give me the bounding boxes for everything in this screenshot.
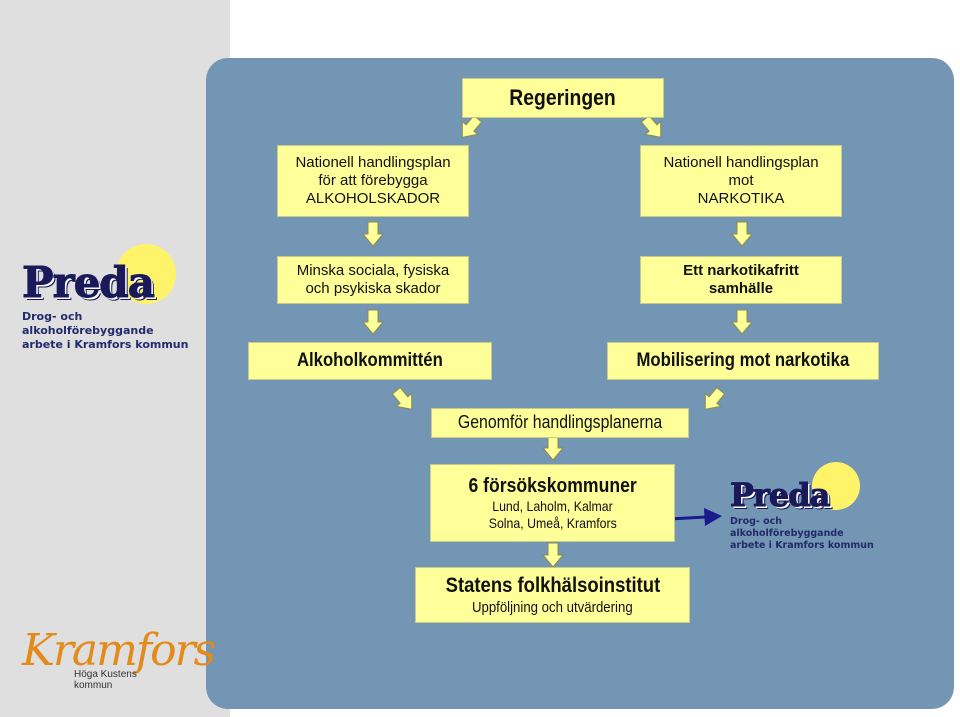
alcohol-goal-line-1: Minska sociala, fysiska	[296, 262, 450, 279]
narcotics-goal-line-2: samhälle	[708, 280, 774, 297]
alcohol-plan-line-3: ALKOHOLSKADOR	[305, 190, 441, 207]
box-alcohol-committee: Alkoholkommittén	[248, 342, 492, 380]
preda-tagline-right-3: arbete i Kramfors kommun	[730, 539, 874, 551]
preda-tagline-right: Drog- och alkoholförebyggande arbete i K…	[730, 516, 874, 552]
preda-logo-left: Preda Drog- och alkoholförebyggande arbe…	[18, 244, 218, 354]
narcotics-goal-line-1: Ett narkotikafritt	[683, 262, 799, 279]
preda-tagline-left: Drog- och alkoholförebyggande arbete i K…	[22, 310, 188, 351]
arrow-down-left-2	[362, 309, 384, 335]
logo-sun-right	[812, 462, 860, 510]
pilot-line-2: Solna, Umeå, Kramfors	[488, 515, 617, 531]
alcohol-committee-label: Alkoholkommittén	[297, 349, 443, 371]
government-label: Regeringen	[509, 84, 617, 110]
alcohol-plan-line-2: för att förebygga	[318, 172, 428, 189]
box-institute: Statens folkhälsoinstitut Uppföljning oc…	[415, 567, 690, 623]
arrow-down-center-1	[542, 435, 564, 461]
box-implement: Genomför handlingsplanerna	[431, 408, 689, 438]
box-narcotics-goal: Ett narkotikafritt samhälle	[640, 256, 842, 304]
preda-wordmark-right: Preda	[729, 476, 830, 515]
kramfors-wordmark: Kramfors	[22, 625, 216, 676]
box-narcotics-plan: Nationell handlingsplan mot NARKOTIKA	[640, 145, 842, 217]
pilot-title: 6 försökskommuner	[468, 475, 637, 498]
preda-tagline-left-2: alkoholförebyggande	[22, 323, 154, 337]
box-alcohol-goal: Minska sociala, fysiska och psykiska ska…	[277, 256, 469, 304]
institute-title: Statens folkhälsoinstitut	[445, 574, 660, 598]
preda-tagline-right-1: Drog- och	[730, 516, 783, 527]
kramfors-tagline: Höga Kustens kommun	[74, 669, 137, 691]
box-government: Regeringen	[462, 78, 664, 118]
preda-tagline-left-3: arbete i Kramfors kommun	[22, 337, 189, 351]
arrow-down-right-2	[731, 309, 753, 335]
preda-wordmark-left: Preda	[21, 258, 155, 308]
alcohol-goal-line-2: och psykiska skador	[305, 280, 441, 297]
narcotics-plan-line-3: NARKOTIKA	[697, 190, 785, 207]
box-narcotics-mobilisation: Mobilisering mot narkotika	[607, 342, 879, 380]
arrow-down-left-1	[362, 221, 384, 247]
alcohol-plan-line-1: Nationell handlingsplan	[295, 154, 451, 171]
logo-sun-left	[116, 244, 176, 304]
box-alcohol-plan: Nationell handlingsplan för att förebygg…	[277, 145, 469, 217]
narcotics-plan-line-1: Nationell handlingsplan	[663, 154, 819, 171]
preda-tagline-left-1: Drog- och	[22, 310, 83, 323]
preda-tagline-right-2: alkoholförebyggande	[730, 527, 844, 539]
preda-logo-right: Preda Drog- och alkoholförebyggande arbe…	[728, 462, 928, 557]
implement-label: Genomför handlingsplanerna	[457, 412, 663, 433]
arrow-down-right-1	[731, 221, 753, 247]
arrow-down-center-2	[542, 542, 564, 568]
pilot-line-1: Lund, Laholm, Kalmar	[492, 498, 613, 515]
connector-arrowhead	[704, 508, 722, 526]
narcotics-plan-line-2: mot	[728, 172, 754, 189]
box-pilot-municipalities: 6 försökskommuner Lund, Laholm, Kalmar S…	[430, 464, 675, 542]
institute-subtitle: Uppföljning och utvärdering	[472, 598, 633, 616]
arrow-diag-bottom-left	[388, 383, 420, 417]
kramfors-logo: Kramfors Höga Kustens kommun	[22, 625, 216, 695]
arrow-diag-bottom-right	[697, 383, 729, 417]
left-band	[0, 0, 230, 717]
narcotics-mobilisation-label: Mobilisering mot narkotika	[636, 349, 850, 371]
